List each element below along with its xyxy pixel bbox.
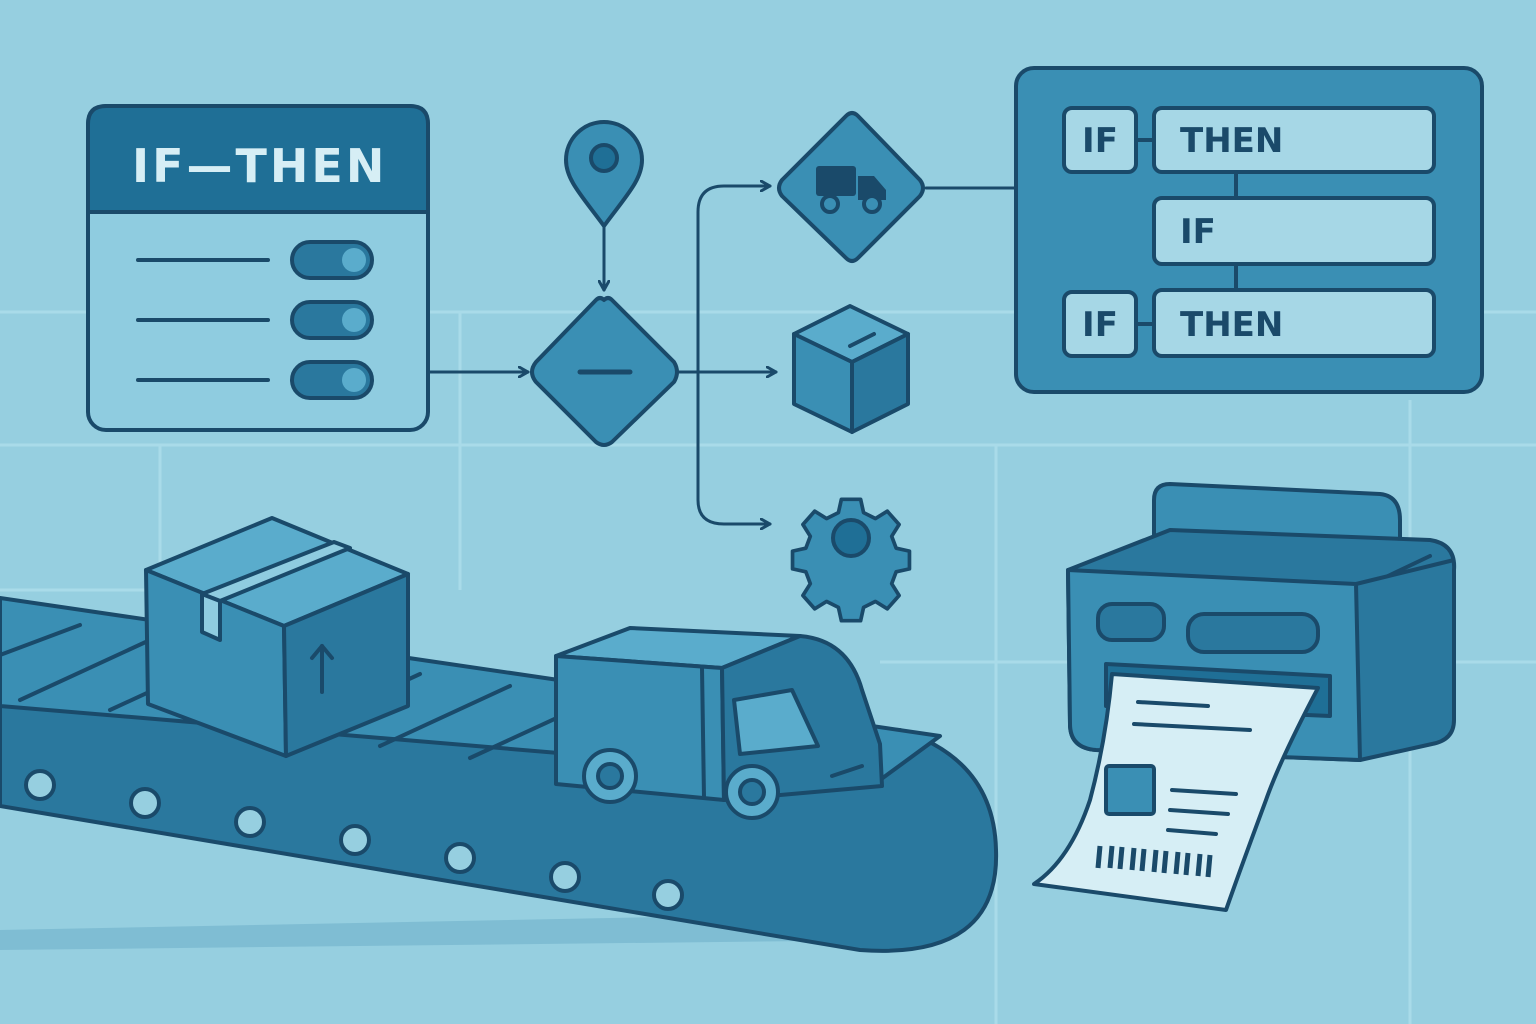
- location-pin-icon: [564, 120, 644, 228]
- toggle-switch[interactable]: [290, 360, 374, 400]
- rule-row: [136, 360, 374, 400]
- decision-node: [530, 296, 679, 447]
- rule-builder-panel: IF THEN IF IF THEN: [1014, 66, 1484, 394]
- svg-text:THEN: THEN: [1180, 121, 1283, 161]
- rule-row: [136, 240, 374, 280]
- svg-text:IF: IF: [1082, 305, 1118, 345]
- label-printer: [1032, 482, 1457, 912]
- gear-icon: [790, 497, 912, 623]
- toggle-switch[interactable]: [290, 240, 374, 280]
- belt-rollers: [24, 769, 684, 911]
- box-icon: [792, 304, 910, 434]
- rule-builder-row: IF: [1152, 196, 1436, 266]
- barcode: [1095, 845, 1213, 878]
- if-block[interactable]: IF: [1062, 290, 1138, 358]
- toggle-switch[interactable]: [290, 300, 374, 340]
- delivery-van: [554, 626, 884, 820]
- flow-connectors: [426, 186, 1018, 524]
- package-box: [144, 516, 410, 758]
- rules-panel: IF—THEN: [86, 104, 430, 432]
- truck-outcome-node: [777, 111, 925, 263]
- truck-icon: [816, 166, 886, 214]
- svg-text:IF: IF: [1082, 121, 1118, 161]
- if-block[interactable]: IF: [1062, 106, 1138, 174]
- svg-text:THEN: THEN: [1180, 305, 1283, 345]
- rule-row: [136, 300, 374, 340]
- arrow-up-icon: [310, 644, 334, 694]
- rule-builder-row: IF THEN: [1062, 106, 1436, 174]
- then-block[interactable]: THEN: [1152, 106, 1436, 174]
- then-block[interactable]: THEN: [1152, 288, 1436, 358]
- rule-builder-row: IF THEN: [1062, 288, 1436, 358]
- rules-panel-title: IF—THEN: [132, 139, 387, 193]
- printed-label: [1032, 672, 1320, 912]
- if-block[interactable]: IF: [1152, 196, 1436, 266]
- svg-text:IF: IF: [1180, 212, 1216, 252]
